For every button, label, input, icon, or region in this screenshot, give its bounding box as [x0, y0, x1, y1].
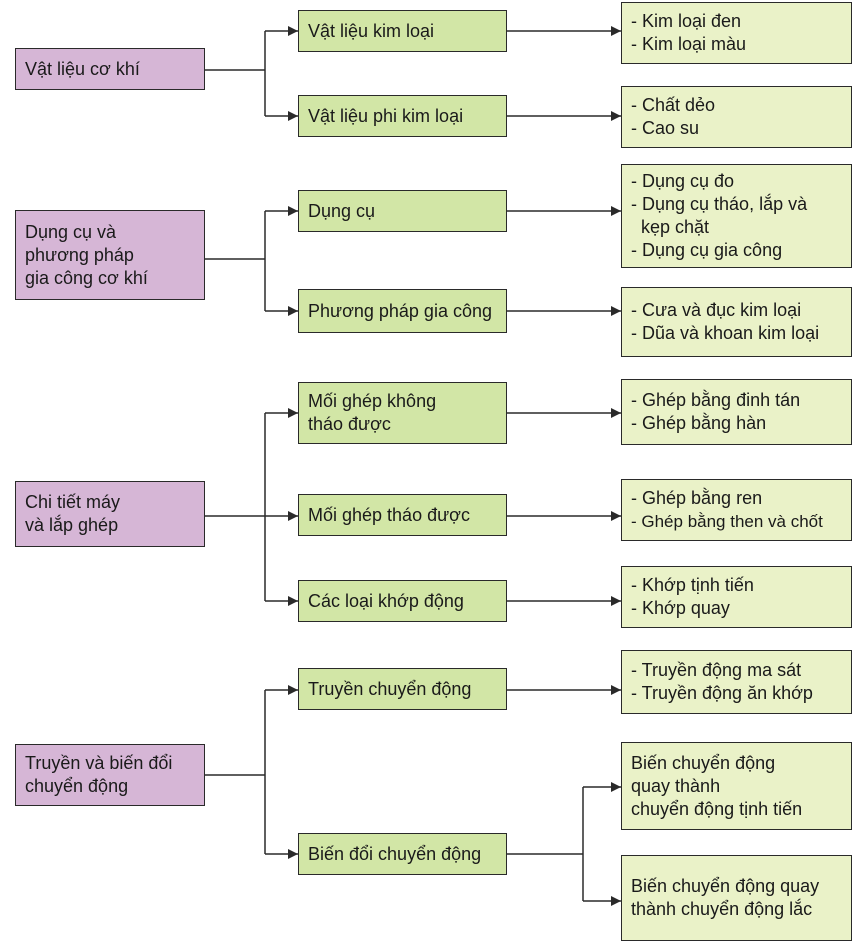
node-text: - Khớp quay [631, 598, 730, 618]
node-text: phương pháp [25, 244, 134, 265]
node-text: - Chất dẻo [631, 95, 716, 115]
node-text: - Dụng cụ đo [631, 171, 735, 191]
mid-node-motion-transmitting: Truyền chuyển động [298, 668, 507, 710]
node-text: - Ghép bằng then và chốt [631, 512, 823, 531]
node-text: - Dụng cụ tháo, lắp và [631, 194, 808, 214]
node-text: chuyển động tịnh tiến [631, 798, 803, 819]
node-text: Vật liệu phi kim loại [308, 105, 464, 126]
node-text: Mối ghép tháo được [308, 504, 470, 525]
node-text: - Truyền động ăn khớp [631, 683, 813, 703]
node-text: chuyển động [25, 776, 129, 796]
node-text: - Dụng cụ gia công [631, 240, 783, 260]
node-text: Biến chuyển động [631, 752, 776, 773]
mid-node-nonmetal-materials: Vật liệu phi kim loại [298, 95, 507, 137]
root-node-mechanical-materials: Vật liệu cơ khí [15, 48, 205, 90]
node-text: - Kim loại màu [631, 34, 747, 54]
node-text: kẹp chặt [631, 217, 710, 237]
node-text: - Ghép bằng ren [631, 488, 763, 508]
leaf-node-rotary-to-oscillating: Biến chuyển động quay thành chuyển động … [621, 855, 852, 941]
root-node-machine-parts: Chi tiết máy và lắp ghép [15, 481, 205, 547]
node-text: Các loại khớp động [308, 590, 464, 611]
leaf-node-transmission-types: - Truyền động ma sát - Truyền động ăn kh… [621, 650, 852, 714]
node-text: - Kim loại đen [631, 11, 742, 31]
node-text: Dụng cụ [308, 200, 376, 221]
leaf-node-metals: - Kim loại đen - Kim loại màu [621, 2, 852, 64]
node-text: - Khớp tịnh tiến [631, 575, 754, 595]
mid-node-movable-joints: Các loại khớp động [298, 580, 507, 622]
node-text: Dụng cụ và [25, 221, 117, 242]
node-text: Mối ghép không [308, 391, 437, 411]
node-text: - Truyền động ma sát [631, 660, 802, 680]
node-text: Vật liệu kim loại [308, 20, 435, 41]
node-text: Vật liệu cơ khí [25, 58, 140, 79]
mid-node-machining-methods: Phương pháp gia công [298, 289, 507, 333]
node-text: Phương pháp gia công [308, 300, 492, 321]
node-text: - Ghép bằng đinh tán [631, 390, 801, 410]
node-text: - Cao su [631, 118, 700, 138]
leaf-node-detachable-joint-types: - Ghép bằng ren - Ghép bằng then và chốt [621, 479, 852, 541]
node-text: và lắp ghép [25, 515, 119, 535]
leaf-node-tool-types: - Dụng cụ đo - Dụng cụ tháo, lắp và kẹp … [621, 164, 852, 268]
node-text: - Cưa và đục kim loại [631, 300, 802, 320]
node-text: Truyền chuyển động [308, 678, 472, 699]
leaf-node-permanent-joint-types: - Ghép bằng đinh tán - Ghép bằng hàn [621, 379, 852, 445]
root-node-motion-transmission: Truyền và biến đổi chuyển động [15, 744, 205, 806]
mid-node-detachable-joints: Mối ghép tháo được [298, 494, 507, 536]
leaf-node-nonmetals: - Chất dẻo - Cao su [621, 86, 852, 148]
leaf-node-machining-types: - Cưa và đục kim loại - Dũa và khoan kim… [621, 287, 852, 357]
mid-node-permanent-joints: Mối ghép không tháo được [298, 382, 507, 444]
leaf-node-rotary-to-linear: Biến chuyển động quay thành chuyển động … [621, 742, 852, 830]
node-text: quay thành [631, 775, 721, 796]
mid-node-metal-materials: Vật liệu kim loại [298, 10, 507, 52]
node-text: - Ghép bằng hàn [631, 413, 767, 433]
leaf-node-movable-joint-types: - Khớp tịnh tiến - Khớp quay [621, 566, 852, 628]
node-text: tháo được [308, 414, 391, 434]
node-text: Chi tiết máy [25, 492, 121, 512]
mid-node-tools: Dụng cụ [298, 190, 507, 232]
node-text: Biến chuyển động quay [631, 876, 820, 896]
node-text: Biến đổi chuyển động [308, 843, 482, 864]
node-text: - Dũa và khoan kim loại [631, 323, 820, 343]
root-node-tools-methods: Dụng cụ và phương pháp gia công cơ khí [15, 210, 205, 300]
mid-node-motion-converting: Biến đổi chuyển động [298, 833, 507, 875]
node-text: thành chuyển động lắc [631, 899, 813, 919]
node-text: gia công cơ khí [25, 267, 148, 288]
node-text: Truyền và biến đổi [25, 753, 173, 773]
